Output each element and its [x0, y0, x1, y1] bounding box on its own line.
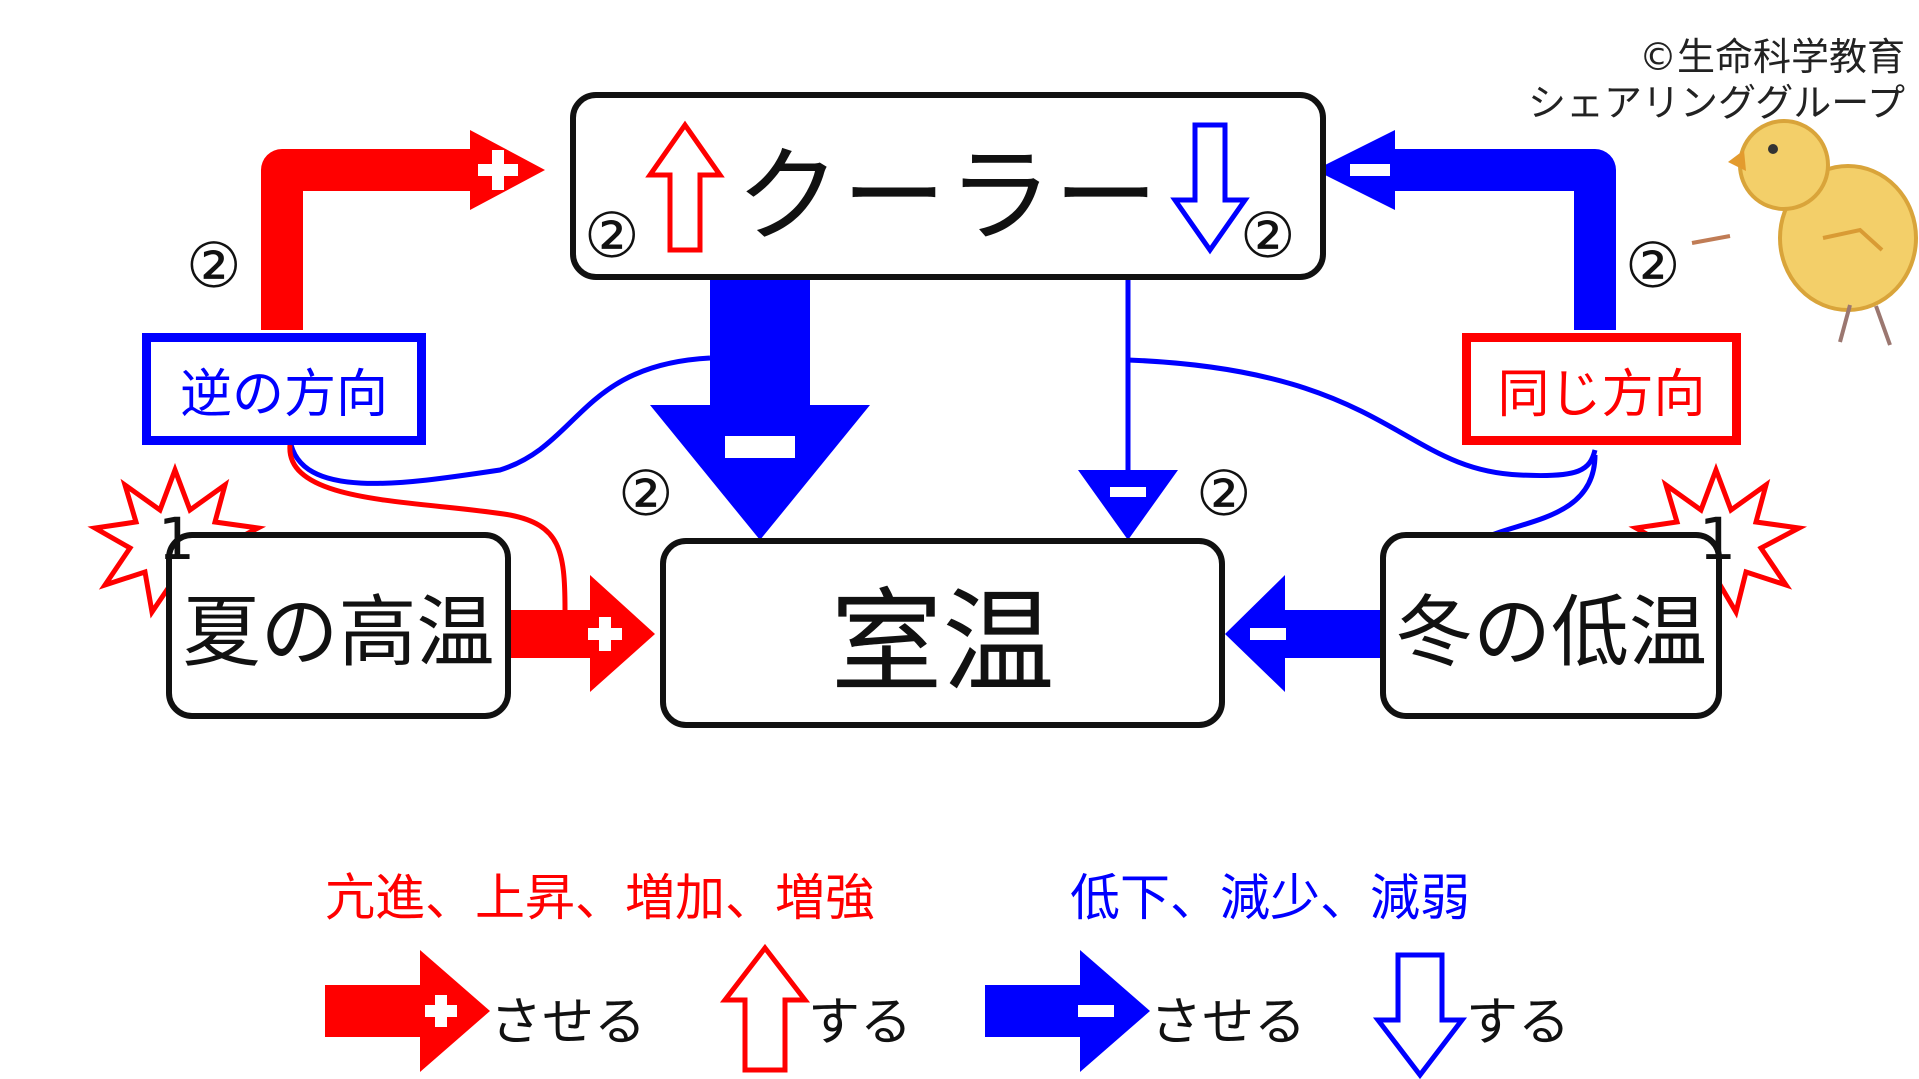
cooler-label: クーラー: [735, 134, 1160, 257]
circled-two-marker: ②: [1240, 199, 1296, 272]
circled-two-marker: ②: [1625, 229, 1681, 302]
minus-icon: [1350, 164, 1390, 176]
legend-minus-arrowhead: [1080, 950, 1150, 1072]
summer-plus-arrowhead: [590, 575, 655, 692]
room-temp-label: 室温: [830, 578, 1055, 708]
same-direction-box: 同じ方向: [1462, 333, 1741, 445]
legend-minus-icon: [1078, 1005, 1114, 1017]
opposite-direction-label: 逆の方向: [179, 364, 388, 425]
summer-arrow-body: [510, 610, 595, 658]
summer-plus-v: [599, 617, 611, 651]
blue-curve-right: [1127, 357, 1598, 479]
legend-up-arrow-icon: [719, 943, 811, 1073]
legend-up-suffix: する: [808, 993, 913, 1053]
decrease-words: 低下、減少、減弱: [1070, 869, 1470, 927]
big-minus-icon: [725, 436, 795, 458]
legend-minus-suffix: させる: [1150, 993, 1307, 1053]
burst-number-right: 1: [1699, 505, 1736, 573]
winter-minus-icon: [1250, 628, 1286, 640]
credit-line-2: シェアリンググループ: [1528, 81, 1905, 125]
thin-minus-icon: [1110, 487, 1146, 497]
summer-label: 夏の高温: [182, 587, 495, 678]
burst-number-left: 1: [158, 505, 195, 573]
credit-text: ©生命科学教育 シェアリンググループ: [1528, 34, 1905, 126]
legend-down-suffix: する: [1466, 993, 1571, 1053]
cooler-thick-blue-stem: [710, 280, 810, 410]
legend-plus-arrow-body: [325, 985, 425, 1037]
thin-minus-arrowhead: [1078, 470, 1178, 540]
winter-label: 冬の低温: [1394, 587, 1707, 678]
summer-node: 夏の高温: [166, 532, 511, 719]
winter-arrow-body: [1275, 610, 1380, 658]
legend-plus-suffix: させる: [490, 993, 647, 1053]
winter-node: 冬の低温: [1380, 532, 1722, 719]
blue-curve-left: [287, 355, 711, 486]
legend-down-arrow-icon: [1372, 952, 1468, 1079]
room-temp-node: 室温: [660, 538, 1225, 728]
opposite-direction-box: 逆の方向: [142, 333, 426, 445]
circled-two-marker: ②: [186, 229, 242, 302]
credit-line-1: ©生命科学教育: [1638, 35, 1905, 79]
red-feedback-line: [261, 149, 470, 330]
circled-two-marker: ②: [584, 199, 640, 272]
increase-words: 亢進、上昇、増加、増強: [325, 869, 875, 927]
same-direction-label: 同じ方向: [1497, 364, 1706, 425]
chick-drawing: [1691, 119, 1918, 346]
legend-plus-v: [435, 995, 447, 1027]
cooler-up-arrow-icon: [645, 120, 725, 253]
cooler-down-arrow-icon: [1170, 122, 1250, 255]
red-curve: [287, 444, 568, 611]
blue-feedback-line: [1390, 149, 1616, 330]
plus-icon-v: [492, 150, 504, 190]
circled-two-marker: ②: [1196, 457, 1252, 530]
cooler-big-minus-arrowhead: [650, 405, 870, 540]
circled-two-marker: ②: [618, 457, 674, 530]
legend-minus-arrow-body: [985, 985, 1085, 1037]
